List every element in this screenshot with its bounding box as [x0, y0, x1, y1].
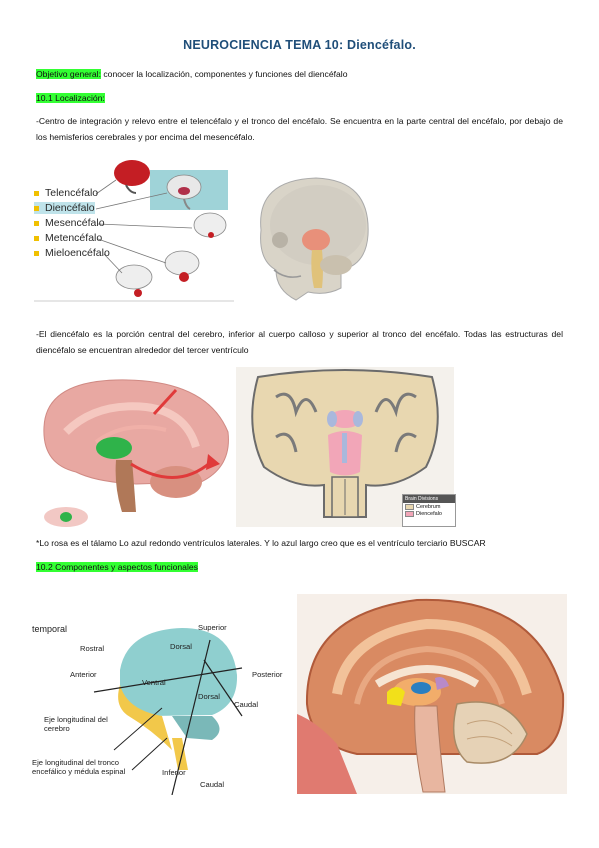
- section2-heading-text: 10.2 Componentes y aspectos funcionales: [36, 562, 198, 572]
- label-eje-tronco: Eje longitudinal del tronco encefálico y…: [32, 758, 126, 776]
- label-rostral: Rostral: [80, 644, 105, 653]
- label-ventral: Ventral: [142, 678, 166, 687]
- brainstem-yellow: [118, 685, 172, 750]
- label-caudal-bottom: Caudal: [200, 780, 225, 789]
- label-dorsal-top: Dorsal: [170, 642, 192, 651]
- page-title: NEUROCIENCIA TEMA 10: Diencéfalo.: [183, 38, 416, 52]
- figure-brain-axes: temporal Superior Dorsal Rostral Anterio…: [32, 620, 297, 796]
- paragraph-localizacion: -Centro de integración y relevo entre el…: [36, 116, 563, 142]
- objective-label: Objetivo general:: [36, 69, 101, 79]
- section-heading-text: 10.1 Localización:: [36, 93, 105, 103]
- section-heading-componentes: 10.2 Componentes y aspectos funcionales: [36, 559, 198, 575]
- note-colores: *Lo rosa es el tálamo Lo azul redondo ve…: [36, 538, 486, 548]
- legend-item-telencefalo: Telencéfalo: [34, 187, 98, 199]
- label-caudal-right: Caudal: [234, 700, 259, 709]
- label-anterior: Anterior: [70, 670, 97, 679]
- label-posterior: Posterior: [252, 670, 283, 679]
- figure-sagittal-detailed: [297, 594, 567, 794]
- hypothalamus-yellow: [387, 687, 405, 706]
- label-superior: Superior: [198, 623, 227, 632]
- label-dorsal-low: Dorsal: [198, 692, 220, 701]
- sagittal-detailed-illustration: [297, 594, 567, 794]
- section-heading-localizacion: 10.1 Localización:: [36, 90, 105, 106]
- connector-lines: [95, 179, 193, 274]
- sagittal-brain-illustration: [43, 379, 229, 527]
- brain-axes-illustration: [93, 628, 243, 796]
- brain-mesencefalo-icon: [193, 212, 227, 238]
- legend-item-mesencefalo: Mesencéfalo: [34, 217, 105, 229]
- legend-item-metencefalo: Metencéfalo: [34, 232, 102, 244]
- brain-diencefalo-icon: [166, 174, 202, 210]
- brain-divisions-legend: Brain Divisions Cerebrum Diencefalo: [402, 494, 456, 527]
- label-inferior: Inferior: [162, 768, 186, 777]
- legend-item-cerebrum: Cerebrum: [403, 503, 455, 511]
- legend-title: Brain Divisions: [403, 495, 455, 503]
- figure-coronal-section: Brain Divisions Cerebrum Diencefalo: [236, 367, 456, 527]
- thalamus-pink: [329, 410, 361, 428]
- brain-mieloencefalo-icon: [115, 264, 153, 297]
- brain-metencefalo-icon: [164, 250, 200, 282]
- coronal-section-illustration: [251, 369, 439, 518]
- figure-brain-divisions: Telencéfalo Diencéfalo Mesencéfalo Meten…: [34, 153, 234, 303]
- label-eje-cerebro: Eje longitudinal del cerebro: [44, 715, 108, 733]
- objective-line: Objetivo general: conocer la localizació…: [36, 66, 566, 82]
- objective-text: conocer la localización, componentes y f…: [100, 69, 348, 79]
- brain-divisions-illustration: [34, 160, 234, 302]
- label-temporal: temporal: [32, 624, 68, 634]
- skull-brain-illustration: [260, 177, 369, 301]
- legend-item-diencefalo: Diencéfalo: [34, 202, 95, 214]
- diencephalon-highlight: [302, 229, 330, 251]
- figure-sagittal-brain: [36, 372, 236, 527]
- pineal-purple: [435, 677, 449, 690]
- brain-telencefalo-icon: [114, 160, 150, 194]
- legend-item-diencefalo-coronal: Diencefalo: [403, 511, 455, 517]
- third-ventricle-blue: [411, 682, 431, 694]
- paragraph-diencefalo-definicion: -El diencéfalo es la porción central del…: [36, 329, 563, 355]
- diencephalon-green: [96, 437, 132, 459]
- figure-skull-3d: [246, 170, 376, 310]
- legend-item-mieloencefalo: Mieloencéfalo: [34, 247, 110, 259]
